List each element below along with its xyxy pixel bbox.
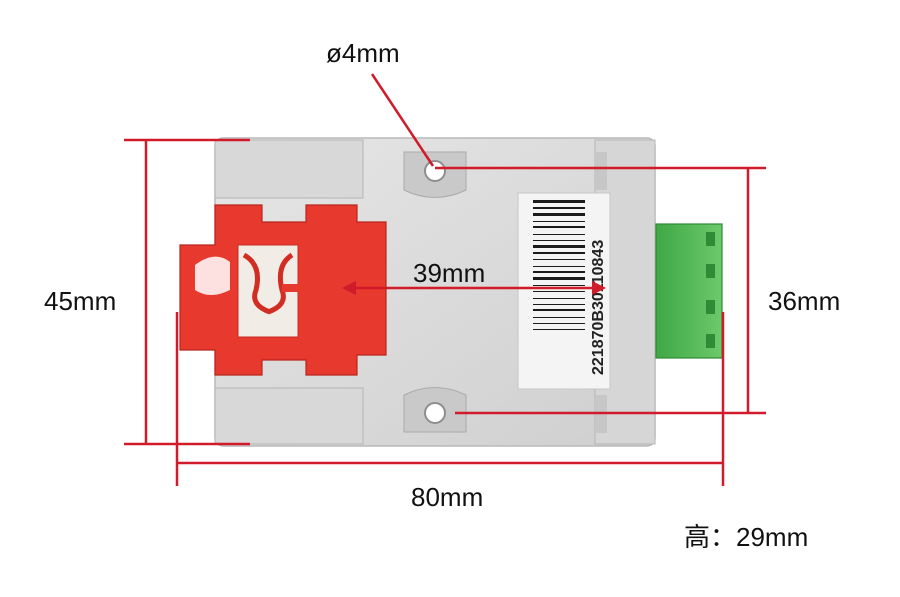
barcode-bar bbox=[533, 266, 585, 267]
barcode-bar bbox=[533, 323, 585, 324]
barcode-bar bbox=[533, 207, 585, 209]
barcode-bar bbox=[533, 285, 585, 286]
barcode-bars bbox=[533, 200, 585, 330]
barcode-bar bbox=[533, 317, 585, 318]
depth-label: 高：29mm bbox=[684, 522, 809, 552]
height-label: 45mm bbox=[44, 286, 117, 316]
barcode-bar bbox=[533, 200, 585, 203]
barcode-bar bbox=[533, 329, 585, 330]
terminal-block bbox=[655, 223, 723, 359]
dimension-lines bbox=[124, 73, 766, 486]
barcode-bar bbox=[533, 226, 585, 228]
barcode-bar bbox=[533, 298, 585, 299]
serial-number: 221870B30110843 bbox=[590, 240, 607, 375]
hole-spacing-label: 39mm bbox=[413, 258, 486, 288]
barcode-bar bbox=[533, 277, 585, 280]
bottom-mount-hole bbox=[424, 402, 446, 424]
barcode-bar bbox=[533, 240, 585, 241]
hole-diameter-label: ø4mm bbox=[326, 38, 400, 68]
width-label: 80mm bbox=[411, 482, 484, 512]
barcode-bar bbox=[533, 309, 585, 311]
barcode-bar bbox=[533, 252, 585, 254]
barcode-bar bbox=[533, 291, 585, 292]
mount-spacing-label: 36mm bbox=[768, 286, 841, 316]
barcode-bar bbox=[533, 304, 585, 305]
din-rail-clip bbox=[179, 204, 387, 376]
barcode-bar bbox=[533, 213, 585, 216]
dimension-arrowheads bbox=[342, 281, 606, 295]
barcode-bar bbox=[533, 221, 585, 222]
barcode-bar bbox=[533, 245, 585, 248]
barcode-bar bbox=[533, 259, 585, 260]
top-mount-hole bbox=[424, 160, 446, 182]
barcode-bar bbox=[533, 271, 585, 273]
barcode-bar bbox=[533, 234, 585, 235]
